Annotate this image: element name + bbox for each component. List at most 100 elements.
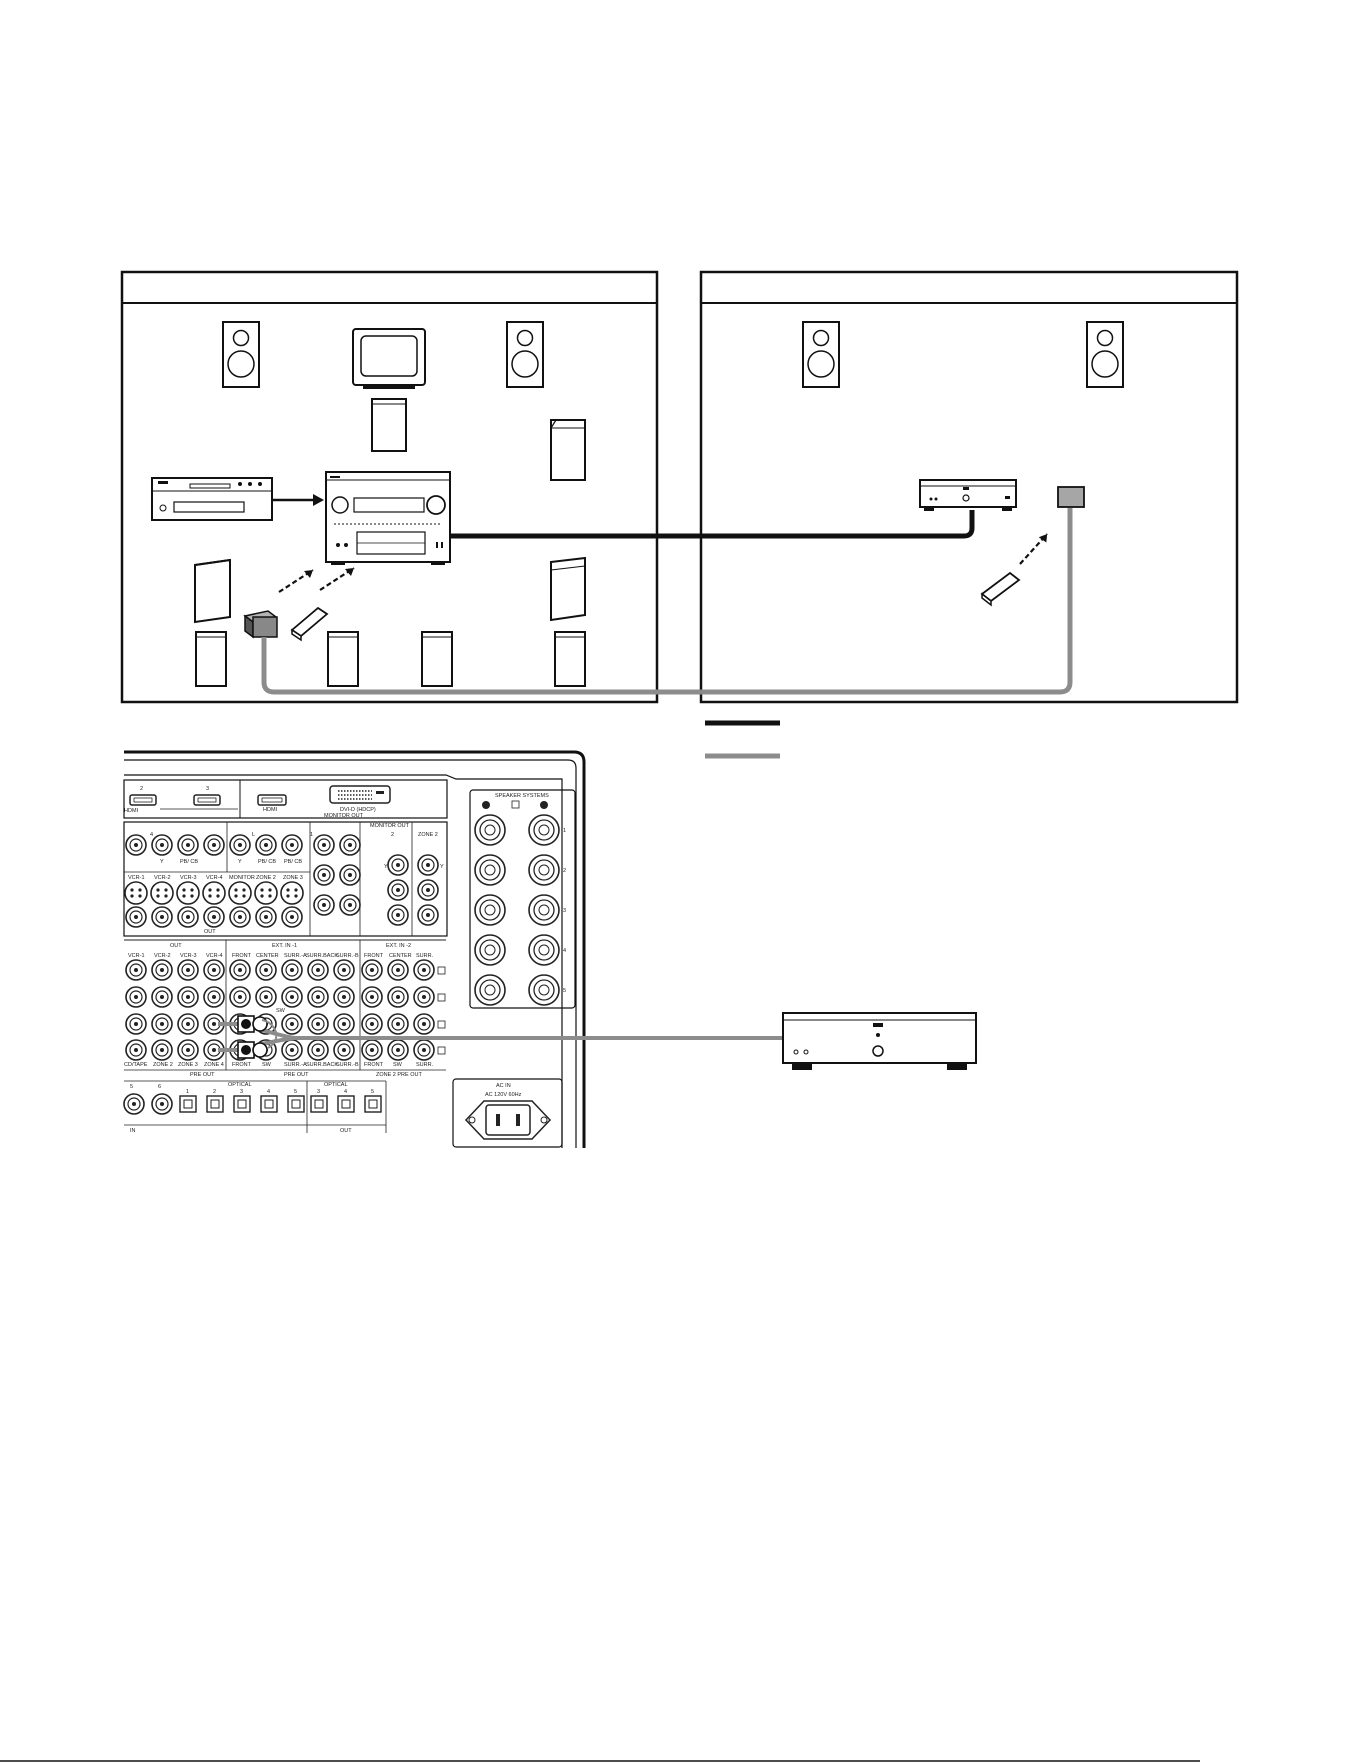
hdmi-in-num-2: 2 [140,786,143,792]
optical-out-5[interactable] [364,1095,382,1113]
speaker-terminal-pos-4[interactable] [528,934,560,966]
mon-pr-jack-b[interactable] [339,894,361,916]
video-jack-6[interactable] [255,906,277,928]
hdmi-in-2-port[interactable] [129,794,157,806]
speaker-terminal-neg-4[interactable] [474,934,506,966]
svideo-jack-6[interactable] [254,881,278,905]
speaker-num-4: 4 [563,948,566,954]
ir-signal-2-icon [318,566,356,592]
hdmi-in-3-port[interactable] [193,794,221,806]
optical-in-3[interactable] [233,1095,251,1113]
optical-in-1[interactable] [179,1095,197,1113]
vcr-label-2: VCR-3 [180,953,197,959]
mon2-y-jack[interactable] [387,854,409,876]
component-num-2: 2 [391,832,394,838]
optical-in-4[interactable] [260,1095,278,1113]
video-jack-5[interactable] [229,906,251,928]
zone2-video-label: ZONE 2 [418,832,438,838]
svideo-label-4: MONITOR [229,875,255,881]
bottom-label-8: SURR.-B [336,1062,359,1068]
comp-jack-3[interactable] [177,834,199,856]
optical-out-4[interactable] [337,1095,355,1113]
speaker-terminal-neg-1[interactable] [474,814,506,846]
comp-label-2: Y [238,859,242,865]
center-speaker-icon [371,398,407,452]
comp-jack-4[interactable] [203,834,225,856]
mon-y-jack-a[interactable] [313,834,335,856]
speaker-terminal-neg-3[interactable] [474,894,506,926]
comp-label-5: PB/ CB [284,859,302,865]
speaker-terminal-pos-3[interactable] [528,894,560,926]
zone2-right-speaker-icon [1086,321,1124,388]
comp-jack-7[interactable] [281,834,303,856]
optical-in-5[interactable] [287,1095,305,1113]
speaker-terminal-pos-1[interactable] [528,814,560,846]
optical-out-3[interactable] [310,1095,328,1113]
speaker-terminal-pos-5[interactable] [528,974,560,1006]
coax-num-6: 6 [158,1084,161,1090]
video-jack-3[interactable] [177,906,199,928]
zone2-pr-jack[interactable] [417,904,439,926]
ir-signal-1-icon [277,568,315,594]
comp-label-1: PB/ CB [180,859,198,865]
svideo-jack-1[interactable] [124,881,148,905]
vcr-label-1: VCR-2 [154,953,171,959]
svideo-jack-7[interactable] [280,881,304,905]
mon-y-jack-b[interactable] [339,834,361,856]
out-label: OUT [340,1128,352,1134]
video-jack-4[interactable] [203,906,225,928]
speaker-terminal-pos-2[interactable] [528,854,560,886]
ext2-label-1: CENTER [389,953,412,959]
dvi-port[interactable] [329,785,391,804]
mon-pr-jack-a[interactable] [313,894,335,916]
video-jack-7[interactable] [281,906,303,928]
monitor-hdmi-port[interactable] [257,794,287,806]
mon-pb-jack-a[interactable] [313,864,335,886]
receiver-icon [325,471,451,565]
ext1-label-0: FRONT [232,953,252,959]
ac-in-label: AC IN [496,1083,511,1089]
comp-jack-1[interactable] [125,834,147,856]
optical-in-2[interactable] [206,1095,224,1113]
surround-b-speaker-icon [554,631,586,687]
ir-extension-cable-gray [261,508,1073,695]
zone2-remote-control-icon [980,571,1021,607]
zone2-ir-signal-icon [1013,532,1054,566]
svideo-jack-3[interactable] [176,881,200,905]
bottom-label-1: ZONE 2 [153,1062,173,1068]
zone2-y-jack[interactable] [417,854,439,876]
comp-jack-6[interactable] [255,834,277,856]
coax-num-5: 5 [130,1084,133,1090]
receiver-rear-panel: 2 3 HDMI HDMI DVI-D (HDCP) MONITOR OUT M… [123,750,586,1148]
svideo-jack-2[interactable] [150,881,174,905]
speaker-terminal-neg-2[interactable] [474,854,506,886]
main-front-right-speaker-icon [506,321,544,388]
comp-col-num-a: 4 [150,832,153,838]
svideo-jack-5[interactable] [228,881,252,905]
mon2-pb-jack[interactable] [387,879,409,901]
svideo-jack-4[interactable] [202,881,226,905]
mon-pb-jack-b[interactable] [339,864,361,886]
comp-label-3: PB/ CB [258,859,276,865]
speaker-terminal-neg-5[interactable] [474,974,506,1006]
mon2-pr-jack[interactable] [387,904,409,926]
svideo-label-5: ZONE 2 [256,875,276,881]
zone2-pb-jack[interactable] [417,879,439,901]
ext1-label-4: SURR.-B [336,953,359,959]
in-label: IN [130,1128,136,1134]
comp-jack-5[interactable] [229,834,251,856]
comp-jack-2[interactable] [151,834,173,856]
speaker-num-5: 5 [563,988,566,994]
vcr-label-3: VCR-4 [206,953,223,959]
ext1-label-1: CENTER [256,953,279,959]
monitor-out-label: MONITOR OUT [324,813,364,819]
coax-jack-5[interactable] [123,1093,145,1115]
coax-jack-6[interactable] [151,1093,173,1115]
bottom-label-7: SURR.BACK [306,1062,338,1068]
optical-in-num-4: 4 [267,1089,270,1095]
hdmi-in-label: HDMI [124,808,139,814]
ac-inlet[interactable] [464,1100,552,1140]
video-jack-2[interactable] [151,906,173,928]
video-jack-1[interactable] [125,906,147,928]
bottom-label-5: SW [262,1062,272,1068]
